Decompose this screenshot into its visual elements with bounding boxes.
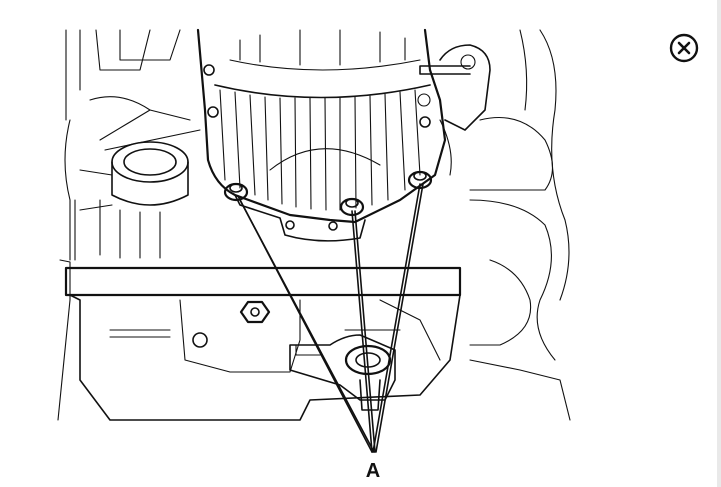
lower-crossmember: [64, 266, 462, 421]
engine-bay-outline: [57, 29, 571, 421]
callout-leader-lines: [237, 183, 424, 453]
close-icon: [669, 33, 699, 63]
upper-mount-bracket: [417, 44, 491, 176]
close-button[interactable]: [668, 32, 700, 64]
transmission-housing: [196, 28, 447, 242]
callout-label-a: A: [366, 460, 380, 482]
scrollbar-track: [717, 0, 721, 487]
lower-mount-bracket: [289, 334, 396, 411]
bolt-a-left: [223, 182, 249, 202]
